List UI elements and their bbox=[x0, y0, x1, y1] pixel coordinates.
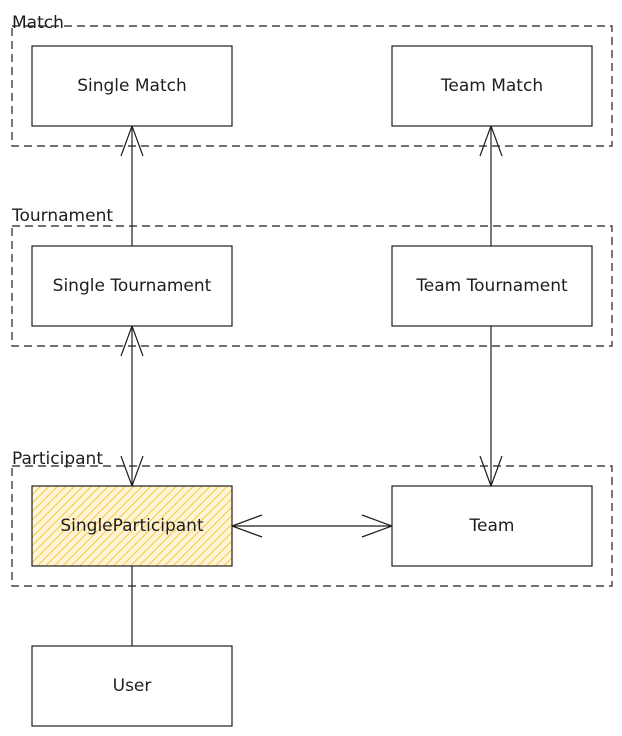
node-team-match-box bbox=[391, 45, 593, 127]
node-single-tournament-label: Single Tournament bbox=[53, 276, 212, 296]
group-match-frame bbox=[11, 25, 613, 147]
node-team-tournament-box bbox=[391, 245, 593, 327]
node-team-tournament-label: Team Tournament bbox=[415, 276, 568, 296]
group-match[interactable]: Match bbox=[11, 13, 613, 147]
group-participant-frame bbox=[11, 465, 613, 587]
group-tournament-label: Tournament bbox=[11, 206, 113, 226]
node-single-participant[interactable]: SingleParticipant bbox=[31, 485, 233, 567]
group-participant-label: Participant bbox=[12, 449, 103, 469]
node-team-match[interactable]: Team Match bbox=[391, 45, 593, 127]
node-team[interactable]: Team bbox=[391, 485, 593, 567]
node-single-participant-box bbox=[31, 485, 233, 567]
node-user[interactable]: User bbox=[31, 645, 233, 727]
group-match-label: Match bbox=[12, 13, 64, 33]
node-team-tournament[interactable]: Team Tournament bbox=[391, 245, 593, 327]
node-single-tournament-box bbox=[31, 245, 233, 327]
node-single-participant-label: SingleParticipant bbox=[60, 516, 204, 536]
group-tournament-frame bbox=[11, 225, 613, 347]
group-participant[interactable]: Participant bbox=[11, 449, 613, 587]
node-single-match-label: Single Match bbox=[77, 76, 187, 96]
edges bbox=[120, 124, 503, 646]
node-single-match[interactable]: Single Match bbox=[31, 45, 233, 127]
node-single-tournament[interactable]: Single Tournament bbox=[31, 245, 233, 327]
node-user-label: User bbox=[113, 676, 152, 696]
node-team-label: Team bbox=[469, 516, 515, 536]
node-single-match-box bbox=[31, 45, 233, 127]
node-team-box bbox=[391, 485, 593, 567]
group-tournament[interactable]: Tournament bbox=[11, 206, 613, 347]
node-team-match-label: Team Match bbox=[440, 76, 543, 96]
node-user-box bbox=[31, 645, 233, 727]
